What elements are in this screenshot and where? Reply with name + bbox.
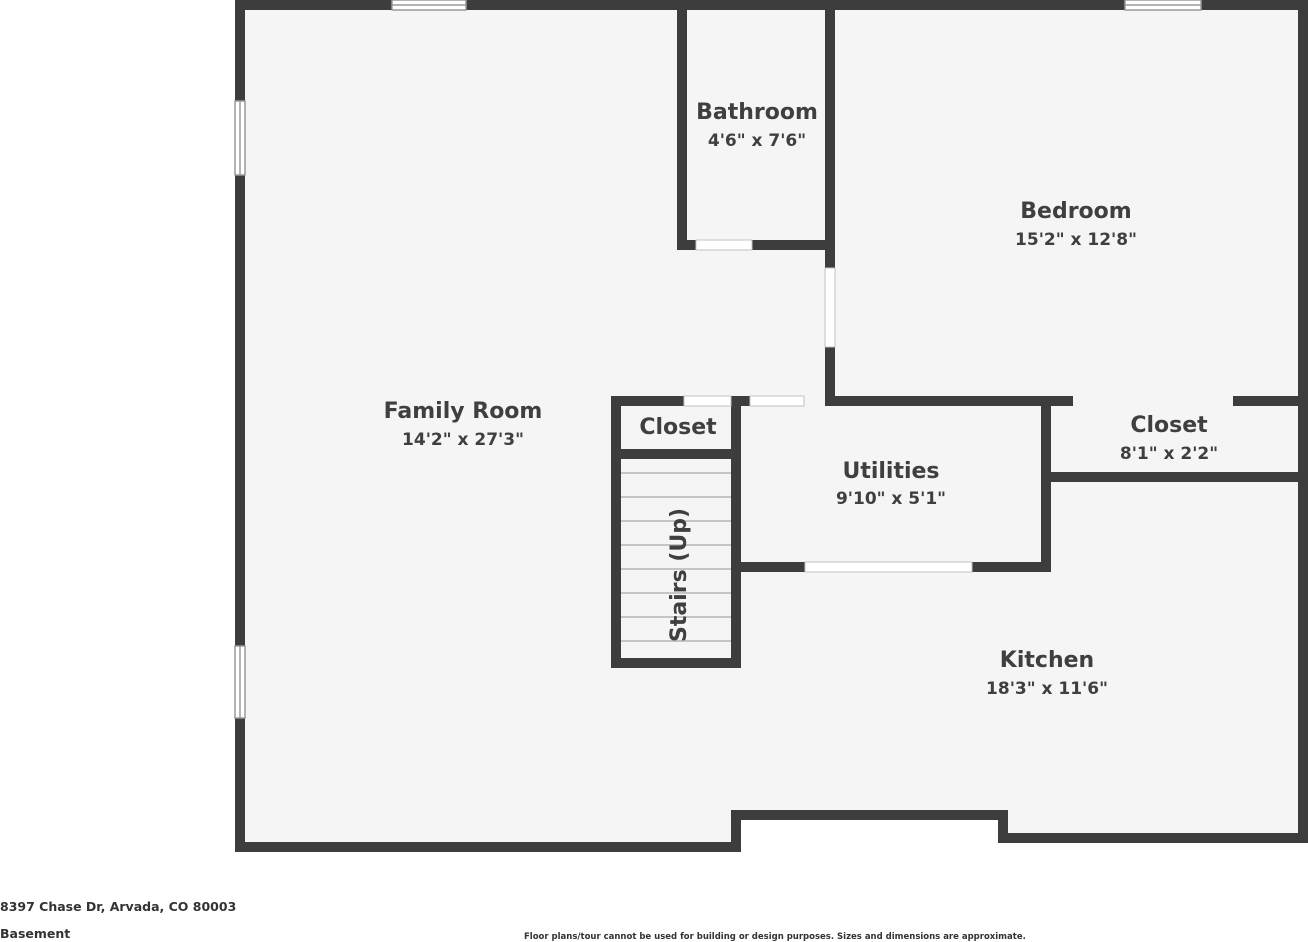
door-utilities [749,395,805,407]
room-labels: Bathroom 4'6" x 7'6" Bedroom 15'2" x 12'… [384,100,1218,699]
door-utilities-kitchen [804,561,973,573]
door-closet [683,395,732,407]
bedroom-dims: 15'2" x 12'8" [1015,230,1137,250]
disclaimer-text: Floor plans/tour cannot be used for buil… [524,932,1026,942]
kitchen-name: Kitchen [1000,648,1094,673]
floor-level-label: Basement [0,926,71,941]
closet-bedroom-dims: 8'1" x 2'2" [1120,444,1218,464]
bedroom-name: Bedroom [1020,199,1131,224]
windows [234,0,1202,719]
stair-treads [621,472,731,642]
bathroom-dims: 4'6" x 7'6" [708,131,806,151]
utilities-name: Utilities [842,459,939,484]
kitchen-dims: 18'3" x 11'6" [986,679,1108,699]
closet-bedroom-name: Closet [1130,413,1208,438]
door-bedroom [824,267,836,348]
property-address: 8397 Chase Dr, Arvada, CO 80003 [0,899,237,914]
door-openings [683,239,973,573]
family-room-name: Family Room [384,399,543,424]
walls [235,0,1308,852]
door-bathroom [695,239,753,251]
utilities-dims: 9'10" x 5'1" [836,489,946,509]
bathroom-name: Bathroom [696,100,818,125]
closet-stair-name: Closet [639,415,717,440]
family-room-dims: 14'2" x 27'3" [402,430,524,450]
floor-plan: Bathroom 4'6" x 7'6" Bedroom 15'2" x 12'… [234,0,1308,852]
floor-area [240,5,1303,847]
stairs-label: Stairs (Up) [667,508,692,642]
